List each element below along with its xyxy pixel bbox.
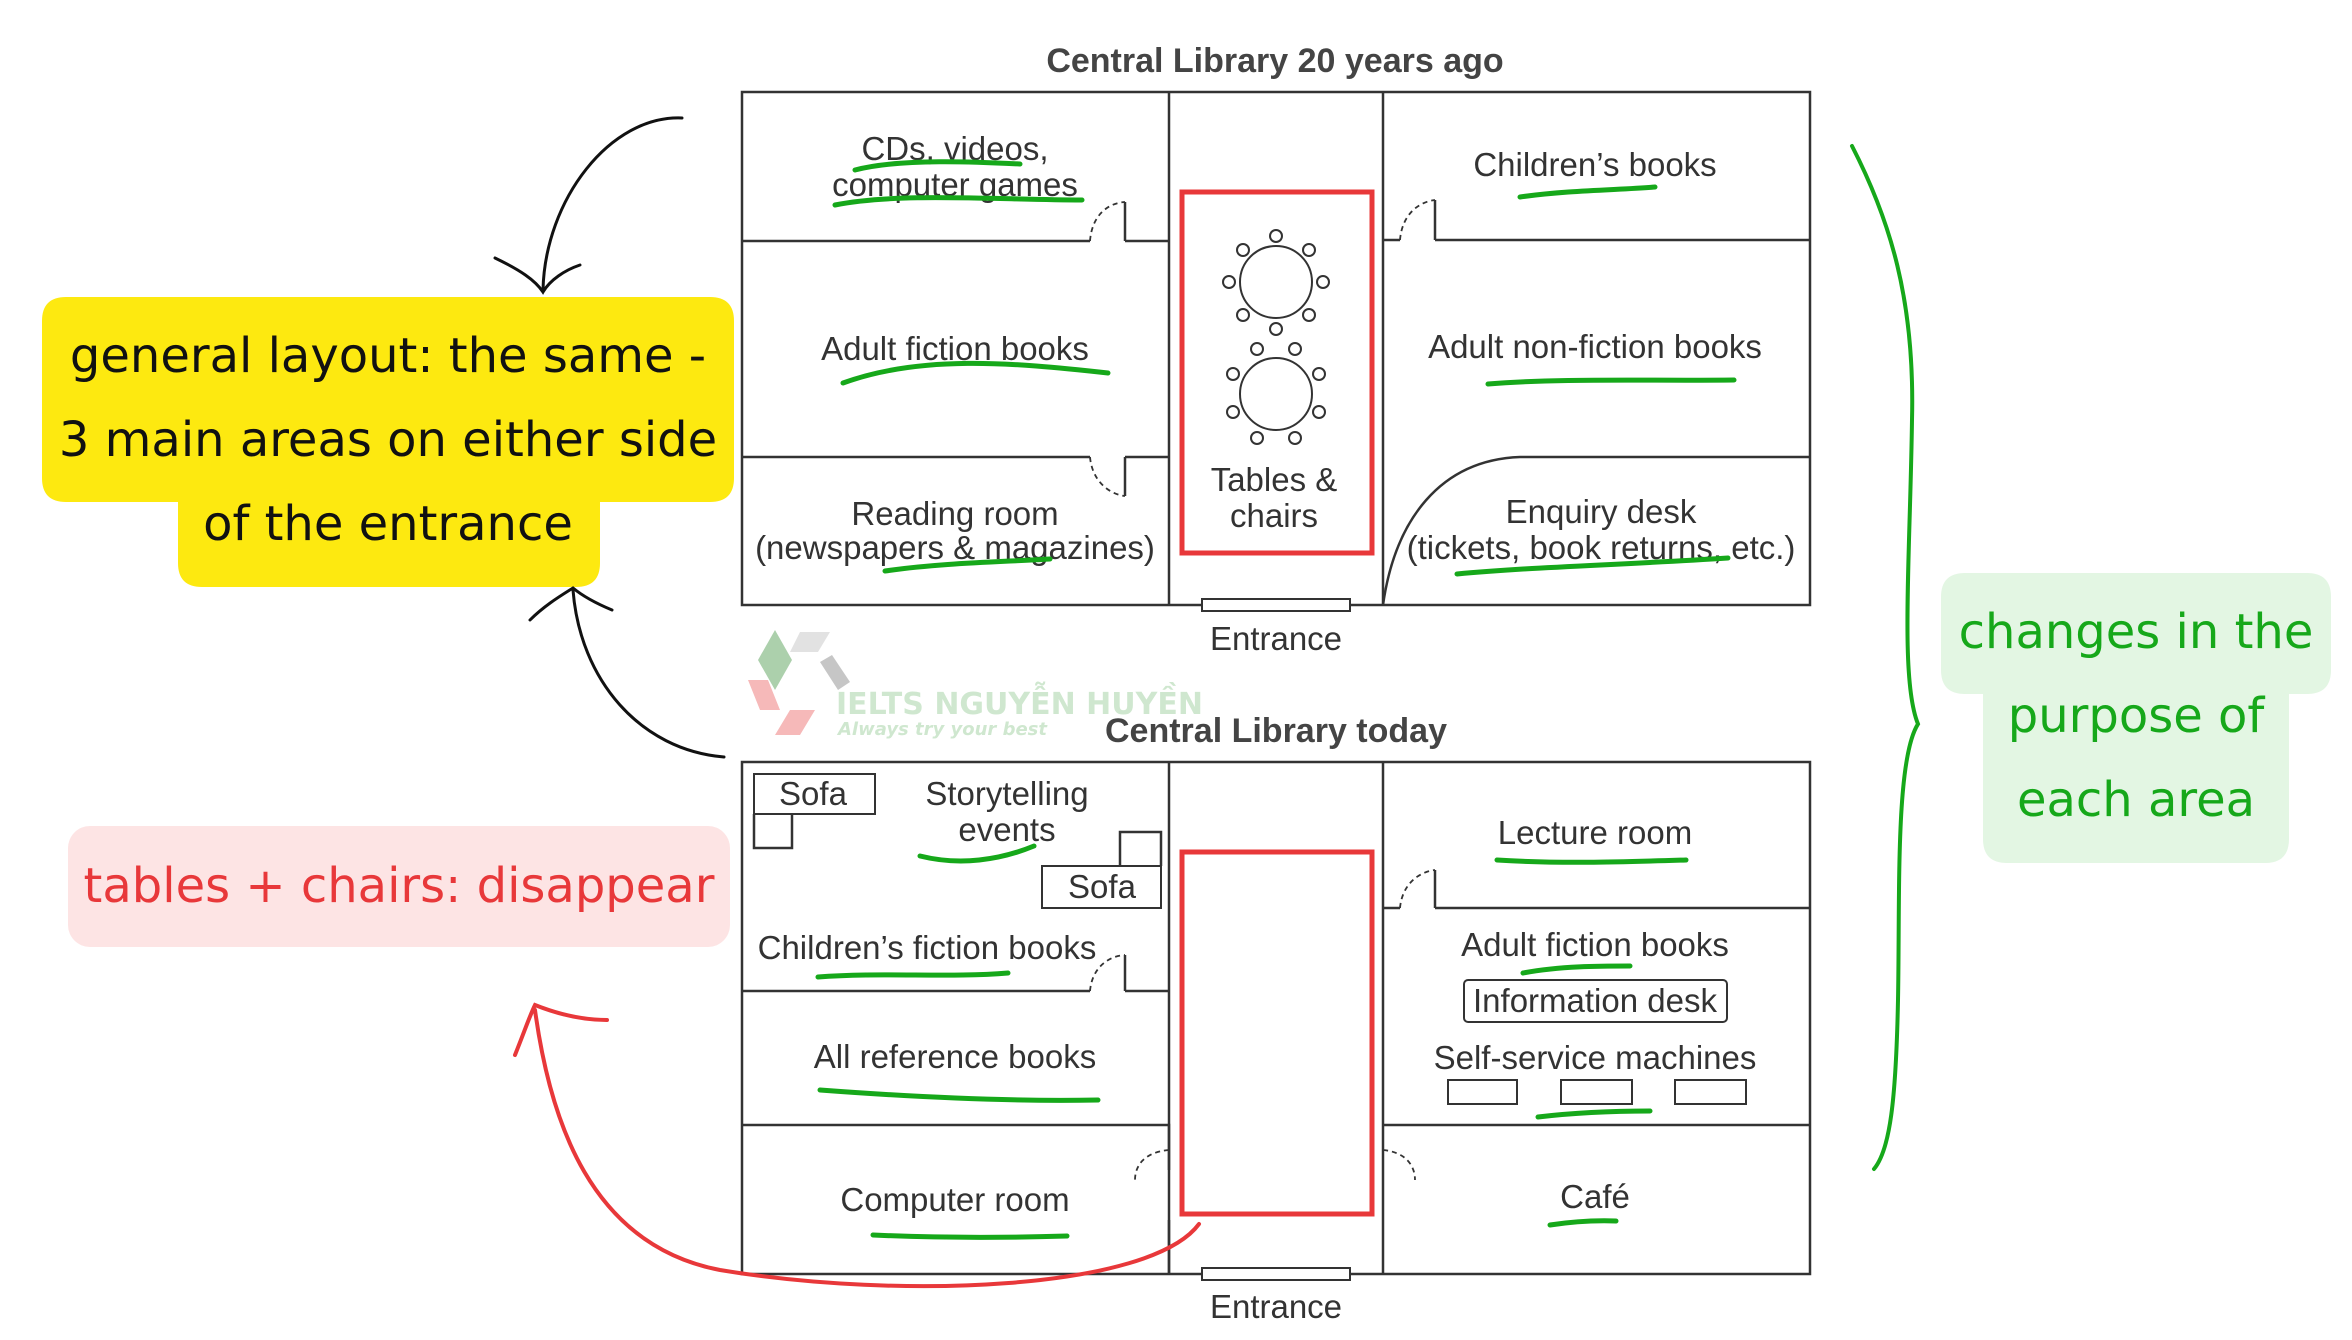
changes-note-box <box>1941 573 2331 863</box>
room-childrens-fiction: Children’s fiction books <box>758 929 1097 966</box>
room-reading-line1: Reading room <box>851 495 1058 532</box>
bottom-plan-title: Central Library today <box>1105 712 1447 750</box>
tables-line1: Tables & <box>1211 461 1338 498</box>
top-plan-green-underlines <box>832 159 1737 577</box>
room-reference: All reference books <box>814 1038 1096 1075</box>
storytelling-line1: Storytelling <box>925 775 1088 812</box>
room-lecture: Lecture room <box>1498 814 1692 851</box>
room-adult-nonfiction: Adult non-fiction books <box>1428 328 1762 365</box>
layout-note-box <box>42 297 734 587</box>
room-adult-fiction-new: Adult fiction books <box>1461 926 1729 963</box>
watermark-brand: IELTS NGUYỄN HUYỀN <box>836 681 1203 722</box>
layout-note-line3: of the entrance <box>203 496 573 552</box>
top-plan-walls <box>740 90 1812 607</box>
watermark-logo: IELTS NGUYỄN HUYỀN Always try your best <box>748 630 1203 740</box>
information-desk-label: Information desk <box>1473 982 1717 1019</box>
layout-note-line1: general layout: the same - <box>70 328 706 384</box>
sofa-1-label: Sofa <box>779 775 848 812</box>
room-reading-line2: (newspapers & magazines) <box>755 529 1155 566</box>
room-computer: Computer room <box>840 1181 1069 1218</box>
room-childrens-books: Children’s books <box>1473 146 1716 183</box>
changes-note-line1: changes in the <box>1959 604 2314 660</box>
tables-line2: chairs <box>1230 497 1318 534</box>
storytelling-line2: events <box>958 811 1055 848</box>
top-plan-title: Central Library 20 years ago <box>1046 42 1503 80</box>
top-entrance-label: Entrance <box>1210 620 1342 657</box>
self-service-label: Self-service machines <box>1434 1039 1757 1076</box>
tables-highlight-box <box>1179 189 1375 556</box>
bottom-plan-green-underlines <box>815 843 1689 1240</box>
self-service-machines-icons <box>1447 1079 1747 1105</box>
red-arrow-icon <box>513 1002 1201 1289</box>
tables-note-text: tables + chairs: disappear <box>84 858 715 914</box>
changes-note-line3: each area <box>2017 772 2255 828</box>
room-cafe: Café <box>1560 1178 1630 1215</box>
green-brace <box>1850 144 1921 1171</box>
empty-area-highlight-box <box>1179 849 1375 1217</box>
sofa-1 <box>753 773 876 815</box>
tables-note-box <box>68 826 730 947</box>
watermark-slogan: Always try your best <box>836 719 1048 740</box>
bottom-entrance-door <box>1201 1267 1351 1281</box>
room-enquiry-line2: (tickets, book returns, etc.) <box>1407 529 1796 566</box>
room-enquiry-line1: Enquiry desk <box>1506 493 1697 530</box>
bottom-entrance-label: Entrance <box>1210 1288 1342 1325</box>
sofa-2 <box>1041 865 1162 909</box>
room-adult-fiction-old: Adult fiction books <box>821 330 1089 367</box>
changes-note-line2: purpose of <box>2008 688 2266 744</box>
information-desk-box <box>1463 979 1728 1023</box>
black-arrow-bottom-icon <box>528 586 726 759</box>
black-arrow-top-icon <box>493 116 684 295</box>
sofa-2-label: Sofa <box>1068 868 1137 905</box>
top-entrance-door <box>1201 598 1351 612</box>
tables-and-chairs-icon <box>1222 229 1330 445</box>
layout-note-line2: 3 main areas on either side <box>59 412 717 468</box>
